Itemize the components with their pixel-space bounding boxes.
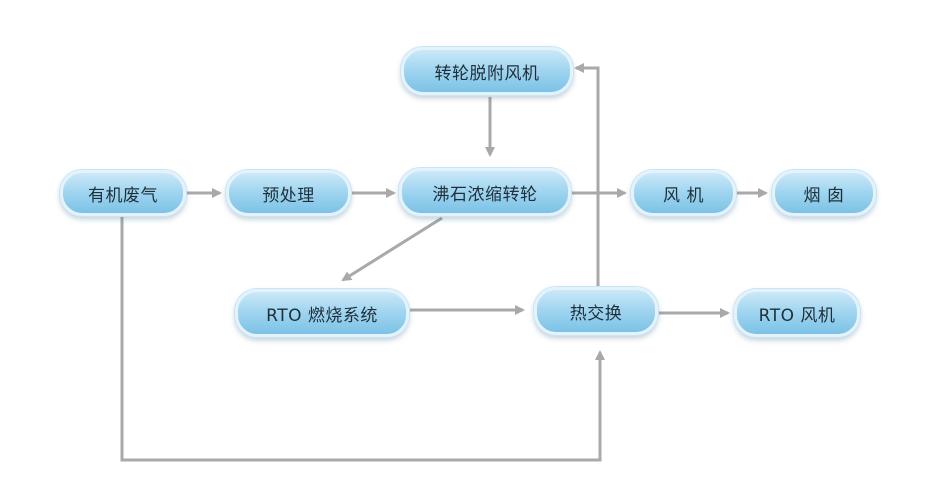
node-waste-gas: 有机废气: [60, 170, 186, 216]
node-chimney: 烟 囱: [772, 170, 876, 216]
node-desorption-fan: 转轮脱附风机: [401, 47, 573, 95]
node-heat-exchange: 热交换: [534, 287, 658, 335]
node-waste-gas-label: 有机废气: [88, 185, 158, 206]
node-heat-exchange-label: 热交换: [569, 303, 623, 324]
node-zeolite-rotor-label: 沸石浓缩转轮: [432, 184, 538, 205]
node-chimney-label: 烟 囱: [803, 185, 845, 206]
arrow-wastegas-bypass-to-heat-exchange: [120, 217, 605, 462]
node-rto-fan: RTO 风机: [734, 289, 860, 337]
node-desorption-fan-label: 转轮脱附风机: [434, 63, 540, 84]
node-rto-system-label: RTO 燃烧系统: [266, 305, 378, 326]
node-fan-label: 风 机: [663, 185, 704, 206]
node-rto-fan-label: RTO 风机: [758, 305, 836, 326]
node-rto-system: RTO 燃烧系统: [235, 289, 409, 337]
node-pretreatment: 预处理: [226, 170, 351, 216]
node-fan: 风 机: [631, 170, 736, 216]
arrow-rotor-to-rto-system: [341, 216, 443, 282]
node-pretreatment-label: 预处理: [262, 185, 315, 206]
arrow-heat-exchange-to-desorption-fan: [574, 63, 600, 287]
node-zeolite-rotor: 沸石浓缩转轮: [399, 168, 571, 216]
